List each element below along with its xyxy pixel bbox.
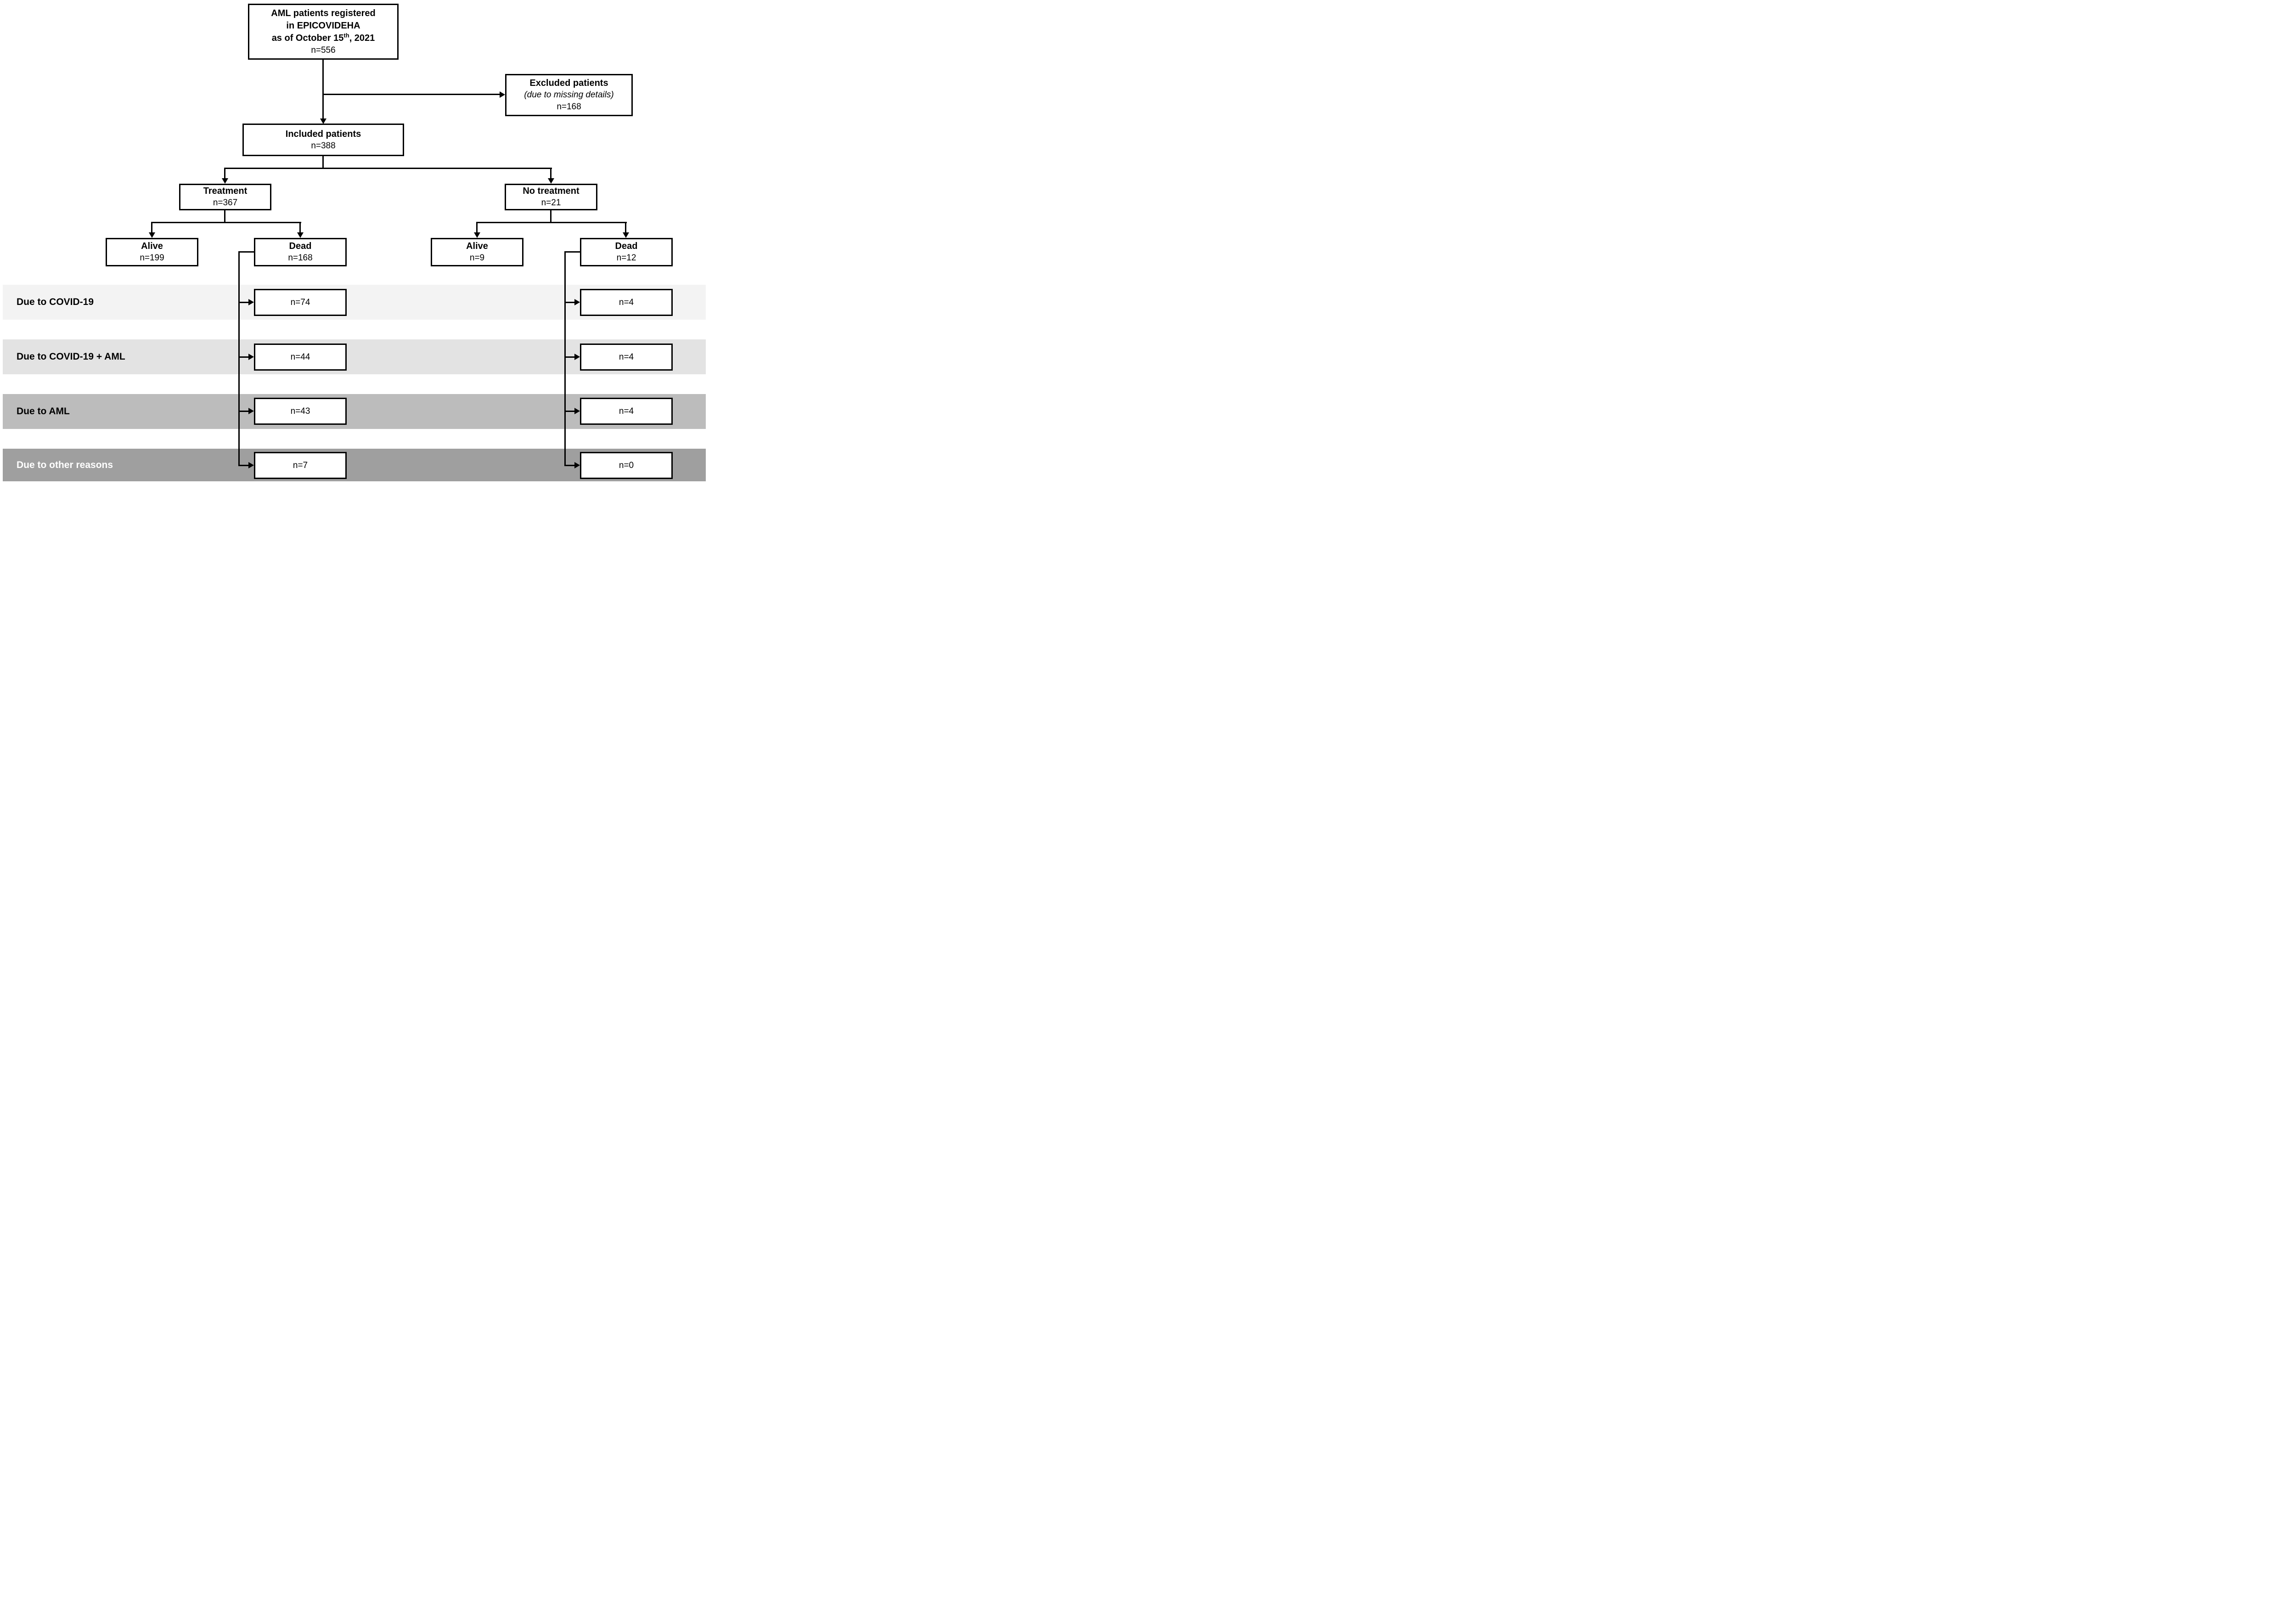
no-treatment-count: n=21 bbox=[541, 198, 561, 208]
connector-split-1 bbox=[224, 168, 552, 169]
feed-line-dead-right bbox=[564, 251, 566, 466]
no-treatment-dead-box: Dead n=12 bbox=[580, 238, 673, 266]
excluded-count: n=168 bbox=[557, 102, 581, 112]
treatment-count: n=367 bbox=[213, 198, 238, 208]
registered-count: n=556 bbox=[311, 45, 336, 55]
arrowhead-into-count-left-3 bbox=[248, 408, 254, 414]
connector-down-alive-left bbox=[151, 222, 152, 233]
no-treatment-box: No treatment n=21 bbox=[505, 184, 597, 210]
treatment-covid19-aml-count-box: n=44 bbox=[254, 344, 347, 371]
arrowhead-into-dead-right bbox=[623, 232, 629, 238]
treatment-covid19-count-box: n=74 bbox=[254, 289, 347, 316]
feed-stub-dead-left bbox=[238, 251, 254, 253]
arrowhead-into-excluded bbox=[500, 91, 505, 98]
connector-to-excluded bbox=[323, 94, 500, 95]
feed-branch-right-2 bbox=[564, 356, 574, 358]
treatment-covid19-count: n=74 bbox=[290, 297, 310, 307]
arrowhead-into-no-treatment bbox=[548, 178, 554, 184]
arrowhead-into-count-left-4 bbox=[248, 462, 254, 468]
connector-included-down bbox=[322, 156, 324, 169]
no-treatment-alive-title: Alive bbox=[466, 241, 488, 251]
no-treatment-covid19-count-box: n=4 bbox=[580, 289, 673, 316]
included-box: Included patients n=388 bbox=[242, 124, 404, 156]
arrowhead-into-included bbox=[320, 118, 326, 124]
flowchart: Due to COVID-19 Due to COVID-19 + AML Du… bbox=[0, 0, 709, 484]
no-treatment-covid19-aml-count-box: n=4 bbox=[580, 344, 673, 371]
connector-down-dead-left bbox=[299, 222, 301, 233]
included-title: Included patients bbox=[285, 129, 361, 139]
registered-date: as of October 15th, 2021 bbox=[271, 31, 375, 43]
arrowhead-into-treatment bbox=[222, 178, 228, 184]
feed-branch-left-2 bbox=[238, 356, 248, 358]
arrowhead-into-count-right-2 bbox=[574, 354, 580, 360]
no-treatment-other-count: n=0 bbox=[619, 460, 634, 470]
connector-down-alive-right bbox=[476, 222, 478, 233]
no-treatment-aml-count: n=4 bbox=[619, 406, 634, 416]
arrowhead-into-dead-left bbox=[297, 232, 304, 238]
connector-down-dead-right bbox=[625, 222, 626, 233]
feed-branch-right-4 bbox=[564, 465, 574, 466]
treatment-dead-count: n=168 bbox=[288, 253, 313, 263]
no-treatment-covid19-count: n=4 bbox=[619, 297, 634, 307]
treatment-box: Treatment n=367 bbox=[179, 184, 271, 210]
feed-branch-right-3 bbox=[564, 411, 574, 412]
excluded-subtitle: (due to missing details) bbox=[524, 90, 614, 100]
no-treatment-aml-count-box: n=4 bbox=[580, 398, 673, 425]
connector-treatment-down bbox=[224, 210, 225, 223]
registered-title-line1: AML patients registered bbox=[271, 8, 376, 18]
arrowhead-into-count-right-1 bbox=[574, 299, 580, 305]
treatment-alive-title: Alive bbox=[141, 241, 163, 251]
feed-branch-left-3 bbox=[238, 411, 248, 412]
no-treatment-title: No treatment bbox=[523, 186, 580, 196]
feed-branch-left-1 bbox=[238, 302, 248, 303]
treatment-alive-box: Alive n=199 bbox=[106, 238, 198, 266]
no-treatment-alive-box: Alive n=9 bbox=[431, 238, 523, 266]
arrowhead-into-alive-left bbox=[149, 232, 155, 238]
treatment-alive-count: n=199 bbox=[140, 253, 164, 263]
band-label-due-to-aml: Due to AML bbox=[17, 406, 70, 417]
treatment-other-count: n=7 bbox=[293, 460, 308, 470]
arrowhead-into-alive-right bbox=[474, 232, 480, 238]
connector-registered-down bbox=[322, 60, 324, 118]
no-treatment-other-count-box: n=0 bbox=[580, 452, 673, 479]
treatment-aml-count: n=43 bbox=[290, 406, 310, 416]
feed-branch-right-1 bbox=[564, 302, 574, 303]
no-treatment-dead-title: Dead bbox=[615, 241, 638, 251]
registered-box: AML patients registered in EPICOVIDEHA a… bbox=[248, 4, 399, 60]
arrowhead-into-count-right-3 bbox=[574, 408, 580, 414]
arrowhead-into-count-left-1 bbox=[248, 299, 254, 305]
treatment-aml-count-box: n=43 bbox=[254, 398, 347, 425]
connector-split-2-left bbox=[151, 222, 301, 223]
treatment-other-count-box: n=7 bbox=[254, 452, 347, 479]
connector-no-treatment-down bbox=[550, 210, 551, 223]
no-treatment-alive-count: n=9 bbox=[469, 253, 485, 263]
connector-down-treatment bbox=[224, 168, 225, 179]
no-treatment-dead-count: n=12 bbox=[616, 253, 636, 263]
feed-branch-left-4 bbox=[238, 465, 248, 466]
band-label-due-to-covid19-aml: Due to COVID-19 + AML bbox=[17, 351, 125, 362]
excluded-title: Excluded patients bbox=[529, 78, 608, 88]
treatment-dead-title: Dead bbox=[289, 241, 312, 251]
band-label-due-to-covid19: Due to COVID-19 bbox=[17, 297, 94, 307]
connector-down-no-treatment bbox=[550, 168, 551, 179]
treatment-covid19-aml-count: n=44 bbox=[290, 352, 310, 362]
treatment-title: Treatment bbox=[203, 186, 248, 196]
excluded-box: Excluded patients (due to missing detail… bbox=[505, 74, 633, 116]
arrowhead-into-count-left-2 bbox=[248, 354, 254, 360]
connector-split-2-right bbox=[476, 222, 627, 223]
arrowhead-into-count-right-4 bbox=[574, 462, 580, 468]
band-label-due-to-other-reasons: Due to other reasons bbox=[17, 459, 113, 470]
treatment-dead-box: Dead n=168 bbox=[254, 238, 347, 266]
date-superscript: th bbox=[343, 31, 349, 39]
feed-stub-dead-right bbox=[564, 251, 580, 253]
included-count: n=388 bbox=[311, 141, 336, 151]
no-treatment-covid19-aml-count: n=4 bbox=[619, 352, 634, 362]
registered-title-line2: in EPICOVIDEHA bbox=[286, 20, 360, 31]
feed-line-dead-left bbox=[238, 251, 240, 466]
